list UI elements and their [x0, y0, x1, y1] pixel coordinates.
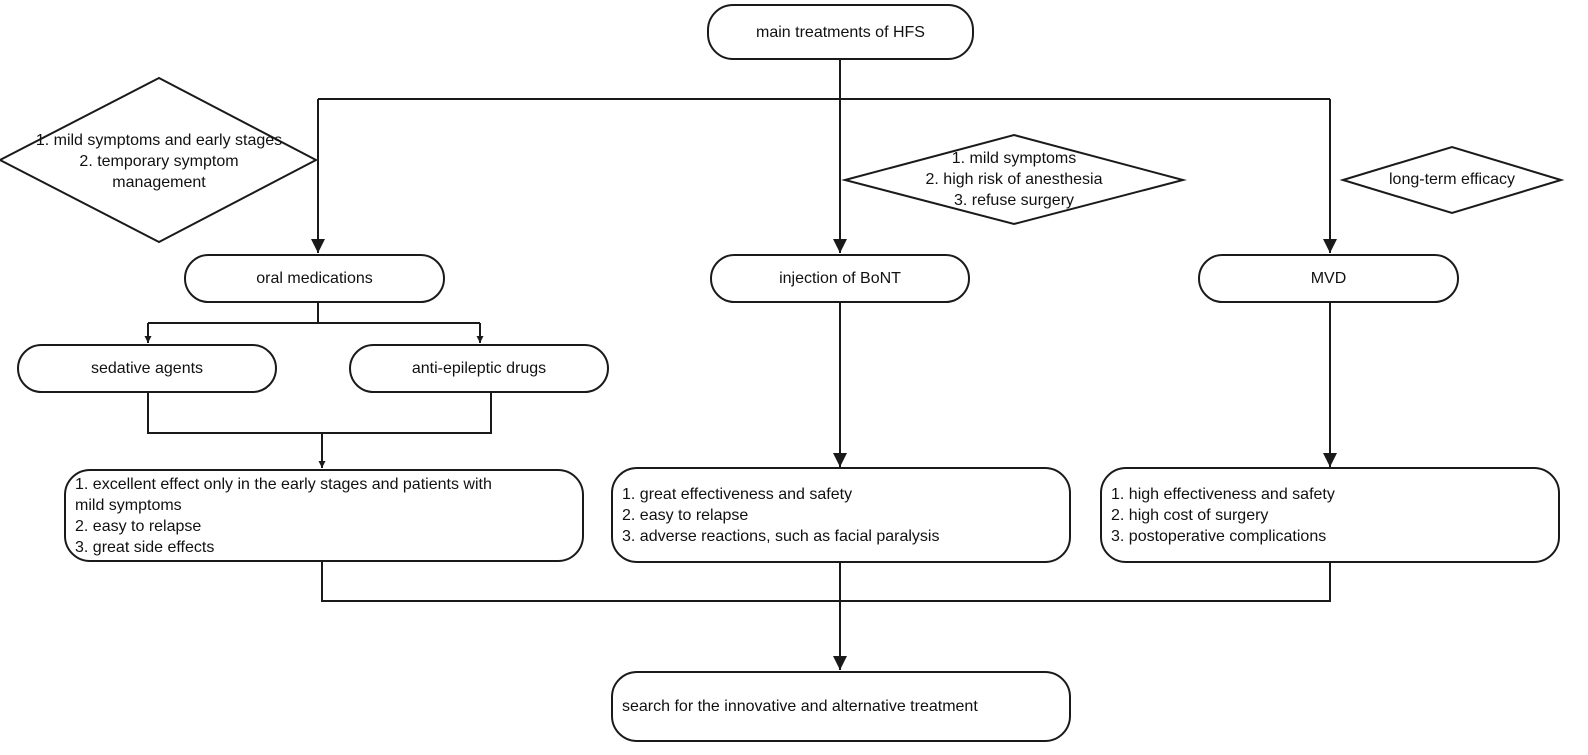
- mvd-node: MVD: [1198, 254, 1459, 303]
- oral-outcome-line-4: 3. great side effects: [75, 538, 215, 556]
- oral-outcome-line-3: 2. easy to relapse: [75, 517, 202, 535]
- condition-diamond-bont: [841, 133, 1187, 226]
- condition-diamond-oral: [0, 76, 319, 244]
- sedative-agents-node: sedative agents: [17, 344, 277, 393]
- bont-injection-node: injection of BoNT: [710, 254, 970, 303]
- root-node: main treatments of HFS: [707, 4, 974, 60]
- oral-outcome-box: 1. excellent effect only in the early st…: [64, 469, 584, 562]
- oral-outcome-line-2: mild symptoms: [75, 496, 182, 514]
- connector-outcomes-merge: [321, 561, 1331, 602]
- bont-outcome-line-2: 2. easy to relapse: [622, 506, 749, 524]
- mvd-outcome-line-3: 3. postoperative complications: [1111, 527, 1327, 545]
- oral-medications-node: oral medications: [184, 254, 445, 303]
- bont-outcome-box: 1. great effectiveness and safety 2. eas…: [611, 467, 1071, 563]
- anti-epileptic-drugs-node: anti-epileptic drugs: [349, 344, 609, 393]
- bont-outcome-line-1: 1. great effectiveness and safety: [622, 485, 853, 503]
- final-node-text: search for the innovative and alternativ…: [622, 698, 978, 715]
- connector-drugs-merge: [147, 393, 492, 434]
- condition-diamond-mvd: [1339, 145, 1565, 215]
- oral-outcome-line-1: 1. excellent effect only in the early st…: [75, 475, 492, 493]
- mvd-outcome-line-1: 1. high effectiveness and safety: [1111, 485, 1335, 503]
- bont-outcome-line-3: 3. adverse reactions, such as facial par…: [622, 527, 940, 545]
- mvd-outcome-box: 1. high effectiveness and safety 2. high…: [1100, 467, 1560, 563]
- mvd-outcome-line-2: 2. high cost of surgery: [1111, 506, 1269, 524]
- final-node: search for the innovative and alternativ…: [611, 671, 1071, 742]
